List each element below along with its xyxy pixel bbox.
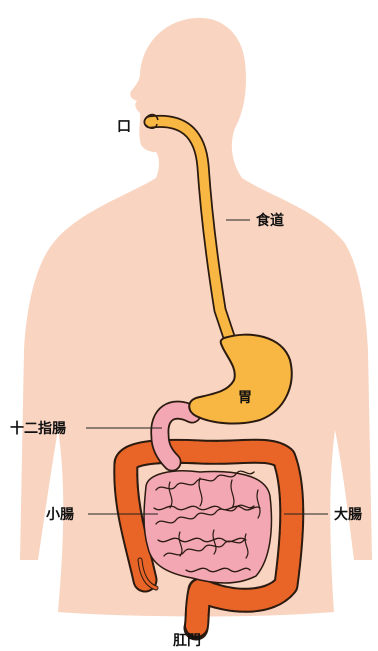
label-large-intestine: 大腸 [334,506,362,523]
small-intestine [144,471,271,583]
label-stomach: 胃 [238,390,252,406]
label-duodenum: 十二指腸 [10,420,66,437]
label-small-intestine: 小腸 [46,506,74,523]
label-esophagus: 食道 [256,212,284,229]
label-anus: 肛門 [173,633,201,649]
label-mouth: 口 [117,119,131,135]
